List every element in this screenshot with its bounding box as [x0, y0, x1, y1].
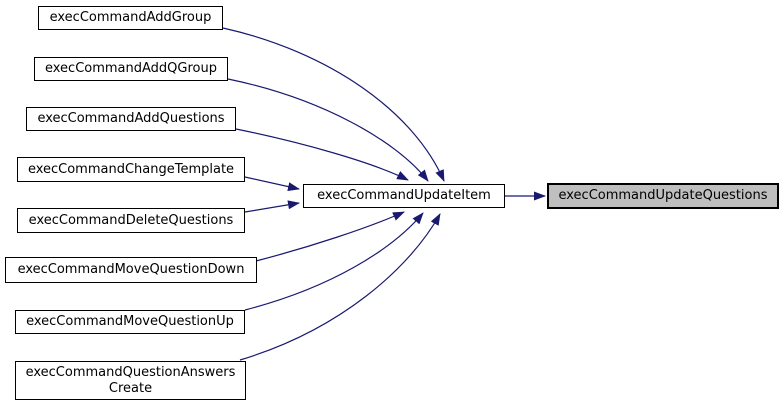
node-execCommandUpdateItem[interactable]: execCommandUpdateItem: [303, 184, 505, 208]
edge-addgroup-to-updateitem: [222, 27, 445, 182]
node-execCommandQuestionAnswersCreate[interactable]: execCommandQuestionAnswers Create: [15, 361, 246, 400]
node-execCommandMoveQuestionDown[interactable]: execCommandMoveQuestionDown: [5, 257, 257, 283]
edge-deletequestions-to-updateitem: [244, 200, 300, 213]
edge-questionanswerscreate-to-updateitem: [239, 213, 441, 361]
node-execCommandMoveQuestionUp[interactable]: execCommandMoveQuestionUp: [15, 310, 245, 334]
node-execCommandDeleteQuestions[interactable]: execCommandDeleteQuestions: [17, 208, 245, 233]
node-execCommandUpdateQuestions: execCommandUpdateQuestions: [547, 183, 779, 209]
node-execCommandChangeTemplate[interactable]: execCommandChangeTemplate: [17, 157, 245, 182]
node-execCommandAddGroup[interactable]: execCommandAddGroup: [38, 6, 223, 30]
edge-changetemplate-to-updateitem: [244, 176, 300, 192]
edge-movequestionup-to-updateitem: [244, 212, 424, 311]
edge-addqgroup-to-updateitem: [227, 78, 429, 182]
node-execCommandAddQuestions[interactable]: execCommandAddQuestions: [26, 107, 236, 131]
edge-movequestiondown-to-updateitem: [255, 211, 405, 262]
node-execCommandAddQGroup[interactable]: execCommandAddQGroup: [34, 57, 228, 81]
edge-addquestions-to-updateitem: [235, 128, 409, 181]
